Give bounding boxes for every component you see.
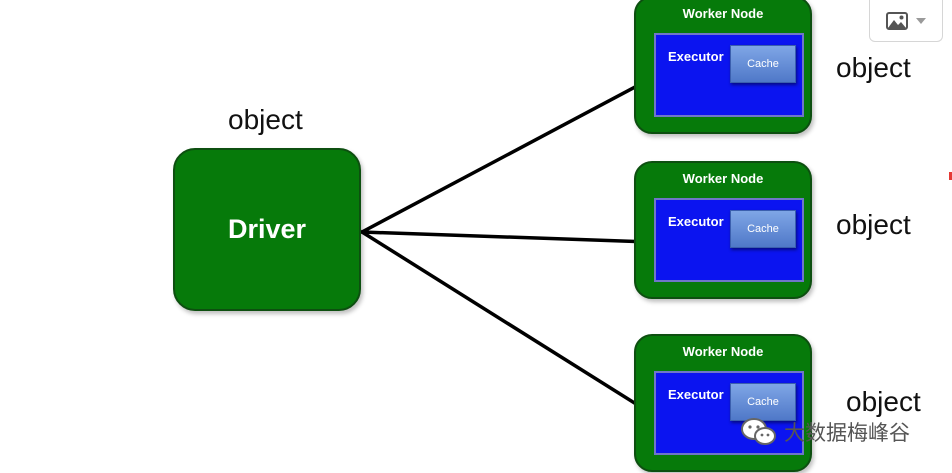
worker-3-object-label: object bbox=[846, 386, 921, 417]
driver-label: Driver bbox=[227, 214, 307, 244]
arrow-driver-worker-2 bbox=[353, 227, 653, 247]
watermark-text: 大数据梅峰谷 bbox=[784, 421, 910, 445]
executor-label: Executor bbox=[668, 49, 724, 64]
cache-box: Cache bbox=[730, 45, 796, 83]
wechat-icon bbox=[741, 418, 776, 445]
worker-node-title: Worker Node bbox=[682, 171, 764, 186]
driver-object-label: object bbox=[228, 104, 303, 135]
executor-label: Executor bbox=[668, 214, 724, 229]
worker-1-object-label: object bbox=[836, 52, 911, 83]
driver-node: Driver bbox=[173, 148, 361, 311]
watermark: 大数据梅峰谷 bbox=[740, 414, 910, 450]
worker-node-title: Worker Node bbox=[682, 344, 764, 359]
worker-node-2: Worker Node Executor Cache bbox=[634, 161, 812, 299]
worker-node-3: Worker Node Executor Cache bbox=[634, 334, 812, 472]
executor-box: Executor Cache bbox=[654, 33, 804, 117]
cache-box: Cache bbox=[730, 383, 796, 421]
image-icon bbox=[886, 11, 908, 30]
image-tool-button[interactable] bbox=[869, 0, 943, 42]
arrow-driver-worker-1 bbox=[352, 76, 653, 240]
arrow-driver-worker-3 bbox=[352, 223, 653, 416]
edge-mark bbox=[949, 172, 952, 180]
worker-node-title: Worker Node bbox=[682, 6, 764, 21]
cache-box: Cache bbox=[730, 210, 796, 248]
executor-box: Executor Cache bbox=[654, 198, 804, 282]
executor-box: Executor Cache bbox=[654, 371, 804, 455]
executor-label: Executor bbox=[668, 387, 724, 402]
chevron-down-icon[interactable] bbox=[916, 17, 926, 24]
worker-node-1: Worker Node Executor Cache bbox=[634, 0, 812, 134]
worker-2-object-label: object bbox=[836, 209, 911, 240]
